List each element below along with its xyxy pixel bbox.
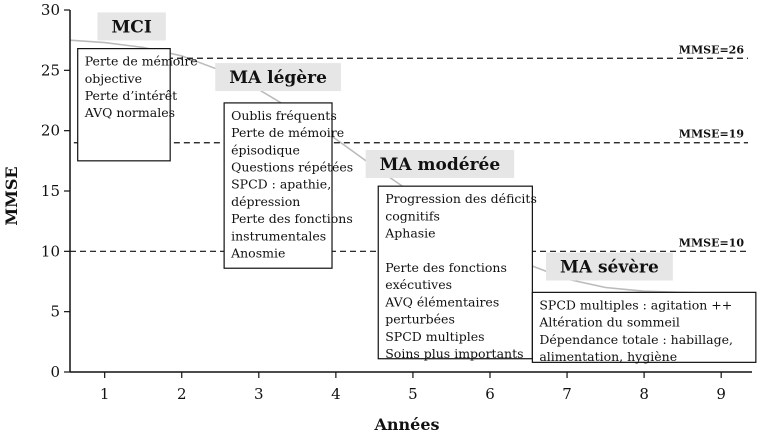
x-tick-label-1: 2 [177, 385, 187, 403]
stage-label-bg-2 [365, 149, 515, 178]
stage-line: Perte de mémoire [85, 54, 198, 69]
stage-line: AVQ élémentaires [384, 294, 499, 309]
threshold-label-1: MMSE=19 [679, 128, 744, 141]
stage-line: instrumentales [231, 228, 326, 243]
x-tick-label-8: 9 [716, 385, 726, 403]
stage-line: Dépendance totale : habillage, [539, 332, 733, 347]
x-tick-label-2: 3 [254, 385, 264, 403]
stage-line: Progression des déficits [385, 191, 537, 206]
stage-line: Perte des fonctions [231, 211, 353, 226]
stage-line: SPCD : apathie, [231, 177, 331, 192]
stage-label-bg-1 [215, 63, 341, 92]
stage-line: perturbées [385, 312, 455, 327]
stage-box-3 [531, 291, 757, 363]
x-tick-label-0: 1 [100, 385, 110, 403]
stage-line: Altération du sommeil [538, 315, 680, 330]
stage-line: Perte des fonctions [385, 260, 507, 275]
y-tick-label-3: 15 [41, 182, 60, 200]
stage-line: Perte de mémoire [231, 125, 344, 140]
stage-label-1: MA légère [229, 68, 327, 88]
stage-line: cognitifs [385, 208, 440, 223]
x-tick-label-4: 5 [408, 385, 418, 403]
x-axis-title: Années [373, 415, 439, 434]
threshold-label-2: MMSE=10 [679, 236, 745, 249]
y-tick-label-6: 30 [41, 1, 60, 19]
y-tick-label-1: 5 [50, 303, 60, 321]
x-tick-label-3: 4 [331, 385, 341, 403]
stage-label-bg-3 [546, 252, 673, 281]
y-axis-title: MMSE [2, 166, 21, 225]
y-tick-label-5: 25 [41, 61, 60, 79]
x-tick-label-5: 6 [485, 385, 495, 403]
stage-label-2: MA modérée [380, 155, 501, 175]
stage-line: exécutives [385, 277, 452, 292]
x-tick-label-6: 7 [562, 385, 572, 403]
y-tick-label-4: 20 [41, 122, 60, 140]
stage-label-bg-0 [97, 12, 166, 41]
threshold-label-0: MMSE=26 [679, 43, 745, 56]
x-tick-label-7: 8 [639, 385, 649, 403]
stage-line: SPCD multiples : agitation ++ [539, 297, 732, 312]
y-tick-label-2: 10 [41, 242, 60, 260]
stage-box-2 [377, 185, 533, 360]
stage-line: SPCD multiples [385, 329, 484, 344]
stage-line: Soins plus importants [385, 346, 523, 361]
stage-line: Perte d’intérêt [85, 88, 177, 103]
stage-label-3: MA sévère [560, 258, 659, 278]
stage-line: Anosmie [230, 246, 285, 261]
stage-line: AVQ normales [84, 105, 175, 120]
stage-line: alimentation, hygiène [539, 349, 677, 364]
stage-line: Questions répétées [231, 160, 353, 175]
stage-line: épisodique [231, 142, 300, 157]
stage-box-0 [77, 48, 171, 162]
stage-label-0: MCI [111, 17, 151, 37]
stage-line: objective [85, 71, 142, 86]
stage-line: Oublis fréquents [231, 108, 337, 123]
stage-line: Aphasie [384, 226, 435, 241]
stage-box-1 [223, 102, 333, 269]
y-tick-label-0: 0 [50, 363, 60, 381]
stage-line: dépression [231, 194, 300, 209]
